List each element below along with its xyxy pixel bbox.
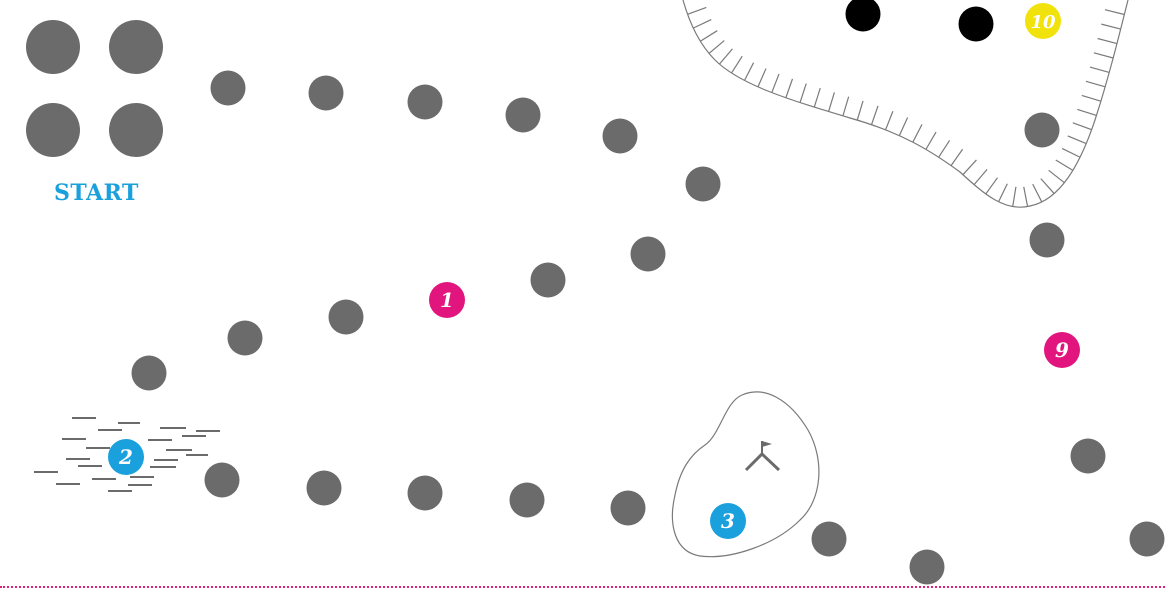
special-spaces: 1 2 3 9 10 (108, 3, 1080, 539)
special-space-number: 2 (118, 445, 133, 469)
hill-tick (1013, 187, 1016, 207)
track-space[interactable] (611, 491, 646, 526)
track-space[interactable] (510, 483, 545, 518)
hill-tick (986, 178, 998, 194)
hill-tick (1073, 123, 1092, 130)
special-space-9[interactable]: 9 (1044, 332, 1080, 368)
hill-tick (1090, 67, 1109, 72)
hill-tick (1049, 170, 1065, 182)
hill-tick (700, 31, 717, 42)
hill-area (683, 0, 1128, 207)
track-space[interactable] (408, 85, 443, 120)
hill-tick (693, 20, 711, 29)
hill-tick (926, 132, 936, 149)
hill-tick (857, 101, 863, 120)
player-token[interactable] (846, 0, 881, 32)
hill-tick (709, 41, 724, 54)
hill-tick (814, 88, 820, 107)
hill-tick (999, 184, 1008, 202)
hill-tick (786, 79, 793, 98)
start-label: START (54, 180, 139, 206)
track-space[interactable] (408, 476, 443, 511)
hill-tick (719, 49, 732, 64)
hill-tick (951, 149, 963, 165)
hill-tick (1086, 81, 1105, 87)
hill-tick (744, 63, 753, 81)
hill-tick (899, 117, 907, 135)
hill-tick (688, 7, 707, 14)
track-space[interactable] (603, 119, 638, 154)
hill-tick (1056, 160, 1073, 170)
hill-tick (1041, 179, 1054, 194)
home-space[interactable] (26, 20, 80, 74)
hill-tick (829, 92, 835, 111)
hill-tick (886, 111, 893, 130)
hill-tick (913, 124, 922, 142)
hill-tick (974, 169, 987, 184)
special-space-number: 9 (1055, 338, 1069, 362)
hill-tick (1024, 187, 1028, 207)
home-space[interactable] (109, 103, 163, 157)
hill-tick (800, 84, 806, 103)
track-space[interactable] (329, 300, 364, 335)
track-space[interactable] (307, 471, 342, 506)
track-space[interactable] (205, 463, 240, 498)
hill-tick (1101, 24, 1120, 29)
hill-tick (872, 106, 879, 125)
hill-tick (1062, 148, 1080, 157)
track-space[interactable] (1071, 439, 1106, 474)
track-space[interactable] (132, 356, 167, 391)
track-space[interactable] (506, 98, 541, 133)
track-space[interactable] (1025, 113, 1060, 148)
track (132, 71, 1165, 585)
hill-tick (758, 69, 766, 87)
track-space[interactable] (631, 237, 666, 272)
track-space[interactable] (686, 167, 721, 202)
special-space-1[interactable]: 1 (429, 282, 465, 318)
track-space[interactable] (910, 550, 945, 585)
player-tokens (846, 0, 994, 42)
track-space[interactable] (531, 263, 566, 298)
pond-area (672, 392, 818, 557)
hill-tick (1098, 38, 1117, 43)
special-space-number: 10 (1030, 12, 1056, 33)
player-token[interactable] (959, 7, 994, 42)
hill-tick (1033, 184, 1042, 202)
hill-tick (1068, 136, 1086, 144)
hill-tick (843, 97, 849, 116)
hill-tick (772, 74, 779, 93)
home-space[interactable] (26, 103, 80, 157)
special-space-number: 1 (440, 288, 454, 312)
track-space[interactable] (228, 321, 263, 356)
hill-tick (1082, 95, 1101, 101)
track-space[interactable] (1030, 223, 1065, 258)
special-space-3[interactable]: 3 (710, 503, 746, 539)
home-space[interactable] (109, 20, 163, 74)
special-space-10[interactable]: 10 (1025, 3, 1061, 39)
hill-tick (1094, 53, 1113, 58)
hill-tick (939, 140, 950, 157)
hill-tick (1077, 109, 1096, 115)
hill-tick (731, 56, 742, 73)
hill-tick (1105, 10, 1124, 15)
hill-tick (963, 160, 976, 175)
track-space[interactable] (812, 522, 847, 557)
flag-icon (746, 441, 779, 470)
track-space[interactable] (1130, 522, 1165, 557)
special-space-2[interactable]: 2 (108, 439, 144, 475)
start-home-area (26, 20, 163, 157)
track-space[interactable] (309, 76, 344, 111)
track-space[interactable] (211, 71, 246, 106)
special-space-number: 3 (721, 509, 735, 533)
